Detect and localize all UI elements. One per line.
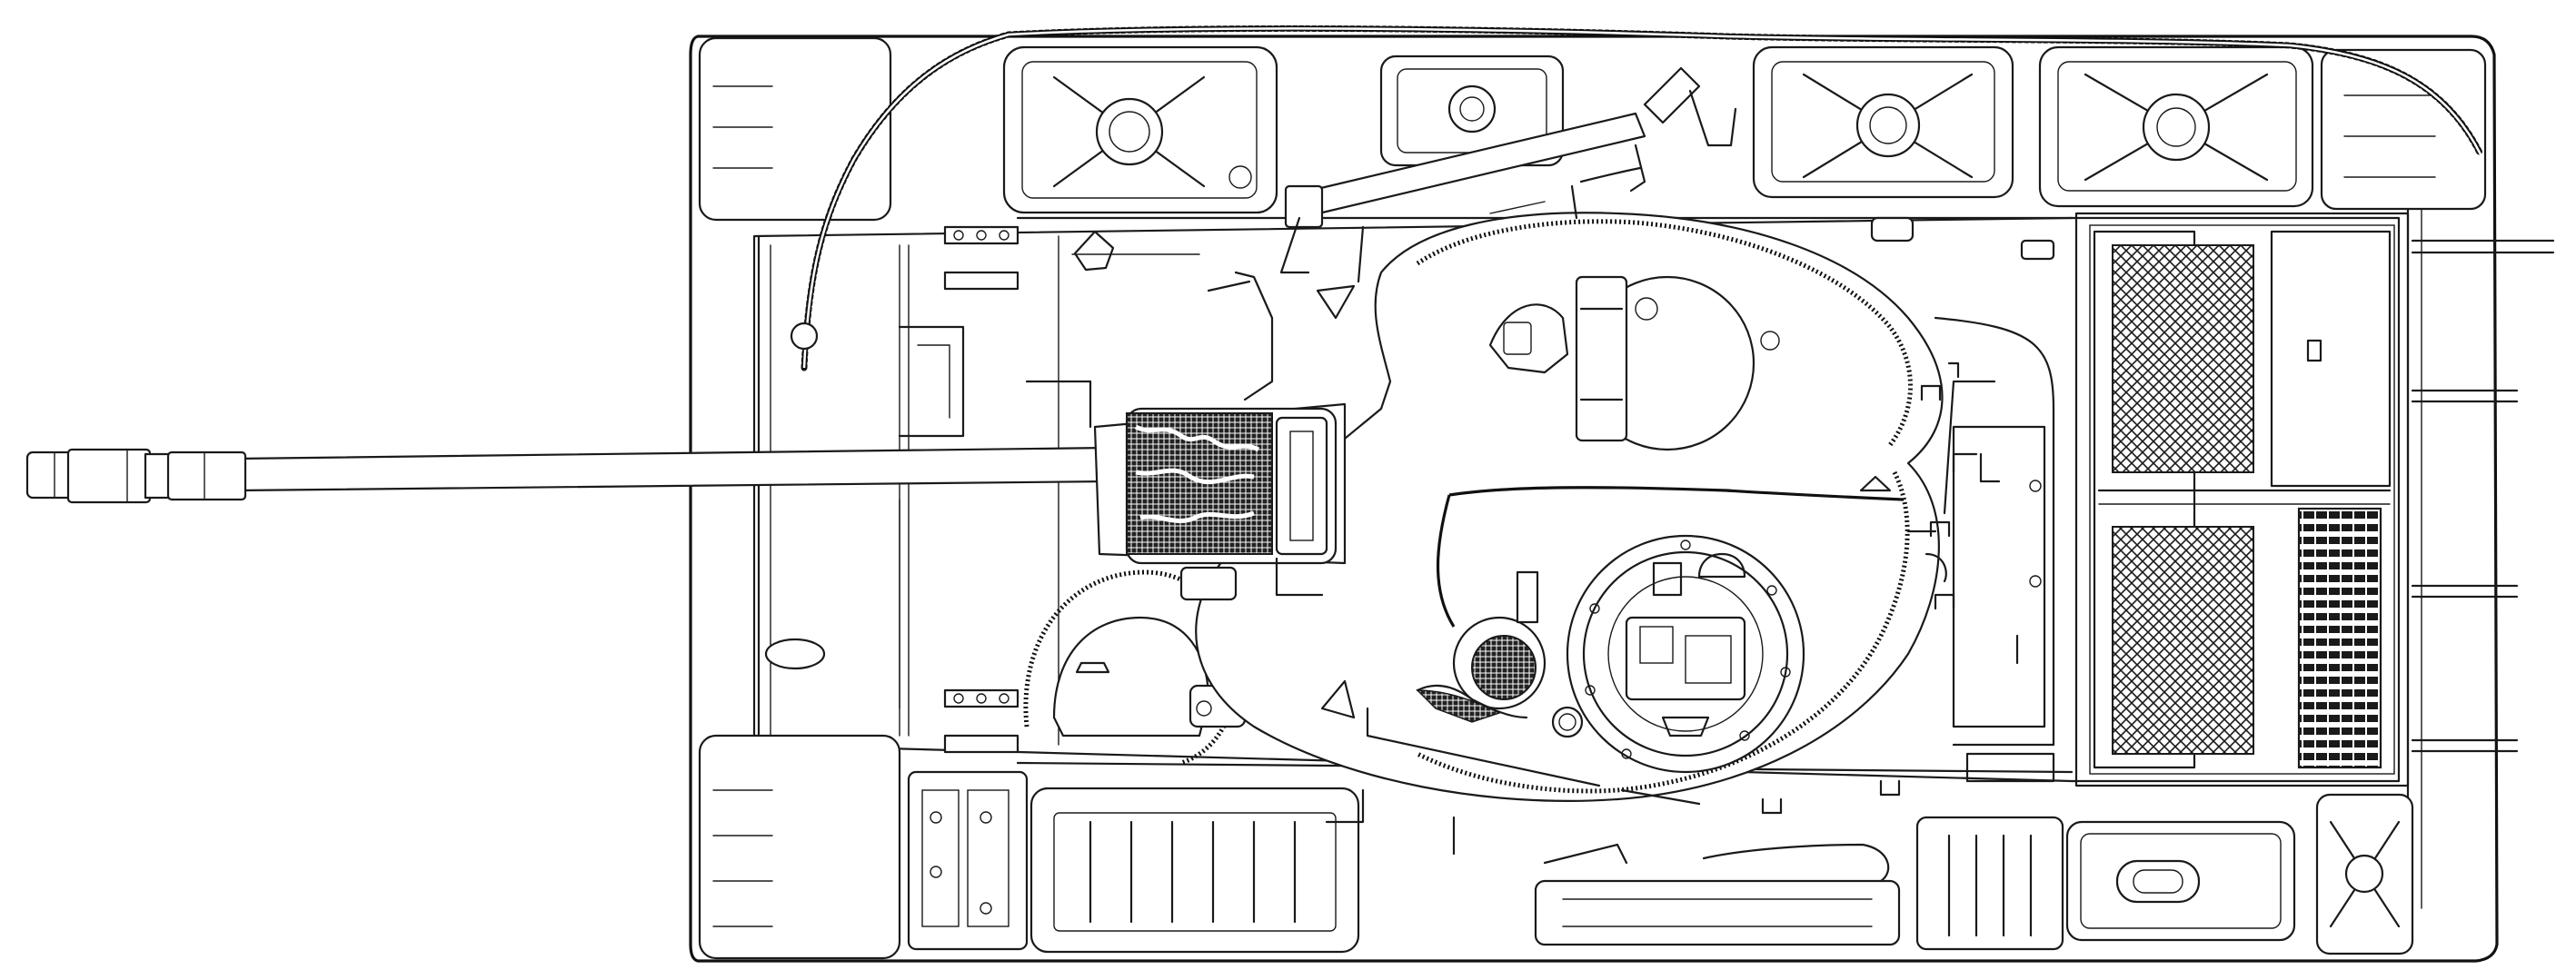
sight-mesh: [1471, 635, 1537, 700]
bottom-box-3: [1534, 879, 1901, 946]
turret: [1195, 212, 1978, 815]
fuel-tank-1: [1002, 45, 1278, 214]
bottom-box-1: [907, 770, 1029, 951]
gun-travel-bar: [1279, 112, 1646, 283]
main-gun: [25, 402, 1347, 601]
radiator-mesh-top: [2112, 244, 2254, 473]
bottom-box-2: [1029, 787, 1360, 954]
bottom-rear-box: [2315, 793, 2414, 955]
camo-cover: [1126, 412, 1273, 555]
side-rails: [1025, 253, 2055, 883]
fuel-tank-3: [1752, 45, 2014, 199]
fender-boxes: [698, 36, 2487, 960]
exhaust-grille: [2297, 507, 2382, 769]
fuel-tank-4: [2038, 45, 2314, 208]
gunner-sight: [1416, 616, 1547, 723]
rear-top-box: [2320, 48, 2487, 211]
bottom-box-5: [2065, 820, 2296, 942]
front-right-box: [698, 734, 901, 960]
radiator-mesh-bottom: [2112, 526, 2254, 755]
gun-mantlet: [1093, 402, 1347, 597]
front-details: [764, 225, 1115, 754]
bottom-box-4: [1915, 816, 2064, 951]
tow-cable: [790, 25, 2484, 371]
gun-barrel: [234, 446, 1119, 492]
engine-deck: [2074, 212, 2555, 787]
turret-rear-details: [1643, 66, 2055, 747]
commander-cupola: [1566, 534, 1805, 774]
front-left-box: [698, 36, 892, 222]
